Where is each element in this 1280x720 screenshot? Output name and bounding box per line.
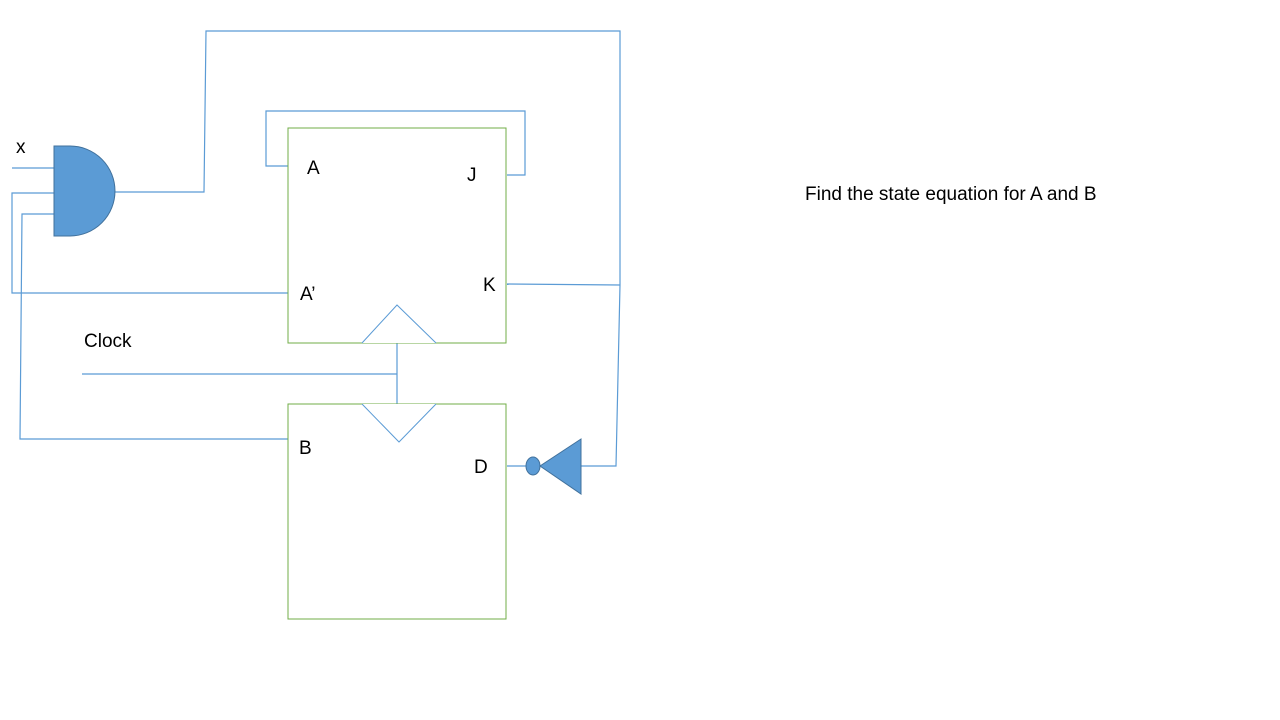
label-b: B	[299, 438, 312, 459]
clock-triangle-a-icon	[361, 304, 437, 344]
wire-a-not-feedback	[11, 192, 288, 294]
wire-a-to-j	[265, 110, 526, 176]
inverter-bubble	[525, 456, 541, 476]
label-d: D	[474, 457, 488, 478]
wire-and-output	[114, 30, 621, 285]
and-gate-icon	[53, 145, 116, 237]
label-k: K	[483, 275, 496, 296]
label-clock: Clock	[84, 331, 132, 352]
wire-k-input	[506, 283, 621, 286]
label-input-x: x	[16, 137, 26, 158]
wire-b-feedback	[19, 213, 288, 440]
wire-to-inverter	[581, 284, 621, 467]
clock-triangle-b-icon	[361, 403, 437, 443]
label-a-not: A’	[300, 284, 315, 305]
label-j: J	[467, 165, 477, 186]
inverter-triangle	[539, 438, 582, 495]
wires	[11, 30, 621, 467]
not-gate-icon	[525, 438, 582, 495]
question-text: Find the state equation for A and B	[805, 184, 1097, 205]
label-a: A	[307, 158, 320, 179]
jk-flip-flop-a	[287, 127, 507, 344]
d-flip-flop-b	[287, 403, 507, 620]
